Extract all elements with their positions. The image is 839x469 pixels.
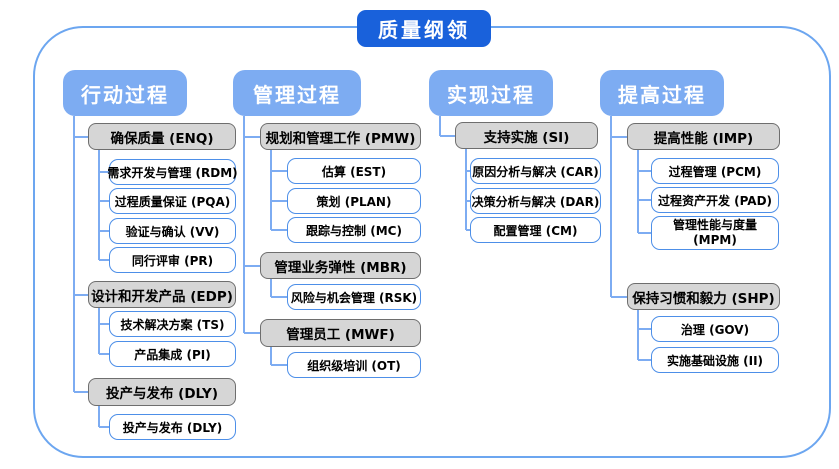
connector-line [99,259,109,261]
connector-line [271,364,287,366]
subnode-cm: 配置管理 (CM) [470,217,601,243]
node-edp: 设计和开发产品 (EDP) [88,281,236,308]
subnode-car: 原因分析与解决 (CAR) [470,158,601,184]
node-shp: 保持习惯和毅力 (SHP) [627,283,780,310]
column-header-1: 行动过程 [63,70,187,116]
subnode-mpm: 管理性能与度量 (MPM) [651,216,779,250]
connector-line [244,264,260,267]
connector-line [638,199,651,201]
connector-line [638,328,651,330]
connector-line [638,170,651,172]
connector-line [270,150,272,230]
column-header-2: 管理过程 [233,70,361,116]
connector-line [611,295,627,298]
subnode-pad: 过程资产开发 (PAD) [651,187,779,213]
connector-line [74,293,88,296]
connector-line [270,347,272,365]
connector-line [99,200,109,202]
connector-line [270,279,272,297]
subnode-rsk: 风险与机会管理 (RSK) [287,284,421,310]
connector-line [638,232,651,234]
connector-line [271,200,287,202]
subnode-vv: 验证与确认 (VV) [109,218,236,244]
connector-line [98,308,100,354]
subnode-pi: 产品集成 (PI) [109,341,236,367]
connector-line [99,353,109,355]
node-enq: 确保质量 (ENQ) [88,123,236,150]
connector-line [74,391,88,393]
connector-line [99,323,109,325]
subnode-rdm: 需求开发与管理 (RDM) [107,159,238,185]
node-imp: 提高性能 (IMP) [627,123,780,150]
connector-line [637,150,639,233]
connector-line [271,170,287,172]
subnode-pcm: 过程管理 (PCM) [651,158,779,184]
diagram-title: 质量纲领 [357,10,491,47]
connector-line [466,200,470,202]
node-dly: 投产与发布 (DLY) [88,378,236,406]
connector-line [244,135,260,138]
column-header-4: 提高过程 [600,70,724,116]
subnode-ot: 组织级培训 (OT) [287,352,421,378]
subnode-dly: 投产与发布 (DLY) [109,414,236,440]
connector-line [440,134,455,137]
subnode-ii: 实施基础设施 (II) [651,347,779,373]
connector-line [611,135,627,138]
subnode-pqa: 过程质量保证 (PQA) [109,188,236,214]
subnode-plan: 策划 (PLAN) [287,188,421,214]
connector-line [637,310,639,360]
connector-line [98,406,100,427]
node-mwf: 管理员工 (MWF) [260,319,421,347]
connector-line [99,230,109,232]
connector-line [466,229,470,231]
connector-line [74,135,88,138]
connector-line [271,296,287,298]
connector-line [466,170,470,172]
node-pmw: 规划和管理工作 (PMW) [260,123,421,150]
connector-line [98,150,100,260]
connector-line [99,426,109,428]
subnode-gov: 治理 (GOV) [651,316,779,342]
subnode-pr: 同行评审 (PR) [109,247,236,273]
connector-line [99,171,109,173]
connector-line [73,116,75,392]
connector-line [610,116,612,297]
connector-line [243,116,245,333]
subnode-est: 估算 (EST) [287,158,421,184]
column-header-3: 实现过程 [429,70,553,116]
subnode-mc: 跟踪与控制 (MC) [287,217,421,243]
node-mbr: 管理业务弹性 (MBR) [260,252,421,279]
connector-line [271,229,287,231]
connector-line [638,359,651,361]
connector-line [439,116,441,136]
subnode-ts: 技术解决方案 (TS) [109,311,236,337]
connector-line [244,332,260,334]
connector-line [465,149,467,230]
subnode-dar: 决策分析与解决 (DAR) [470,188,601,214]
node-si: 支持实施 (SI) [455,122,598,149]
